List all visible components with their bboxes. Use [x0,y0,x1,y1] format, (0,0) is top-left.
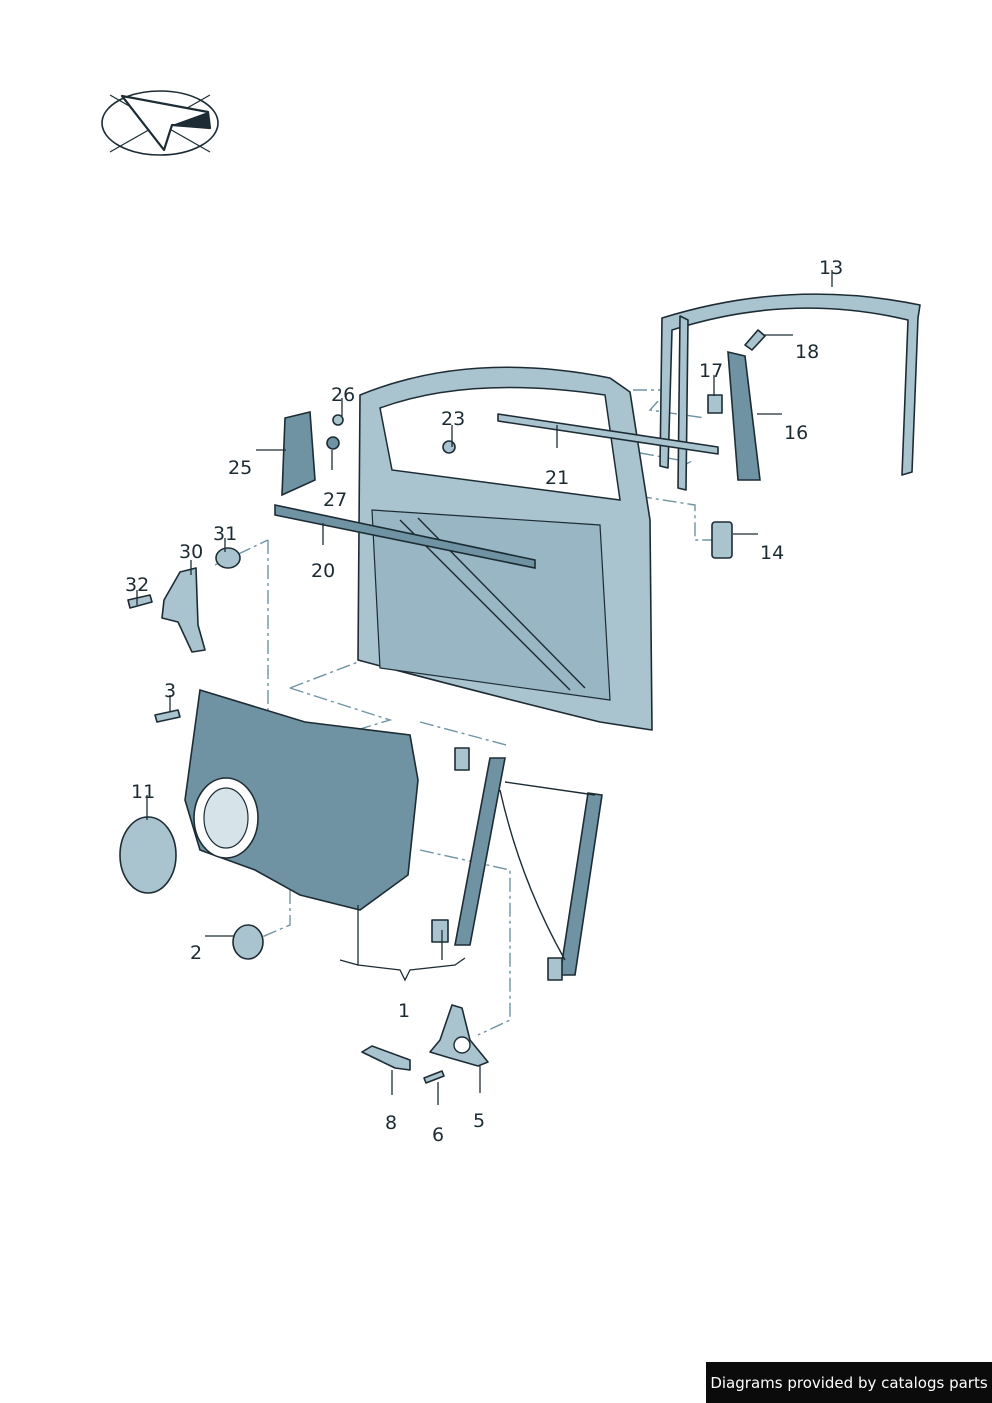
callout-30: 30 [179,541,203,563]
callout-14: 14 [760,542,784,564]
callout-32: 32 [125,574,149,596]
bush [215,547,241,569]
callout-6: 6 [432,1124,444,1146]
clip [707,394,723,414]
callout-3: 3 [164,680,176,702]
callout-25: 25 [228,457,252,479]
screw-6 [423,1070,445,1084]
callout-2: 2 [190,942,202,964]
callout-20: 20 [311,560,335,582]
inner-weatherstrip [497,413,719,455]
leader-lines [136,270,833,1105]
footer-credit: Diagrams provided by catalogs parts [706,1362,992,1403]
bracket [161,567,206,653]
mirror-trim [281,411,316,497]
window-crank [361,1045,411,1071]
crank-gear [429,1004,489,1067]
bolt-3 [154,709,181,723]
callout-16: 16 [784,422,808,444]
callout-5: 5 [473,1110,485,1132]
screw [744,329,766,351]
nut [326,436,340,450]
outer-weatherstrip [274,504,536,569]
screw-23 [442,440,456,454]
window-frame-seal [659,293,921,491]
callout-23: 23 [441,408,465,430]
gear-hub [453,1036,471,1054]
callout-31: 31 [213,523,237,545]
window-regulator [431,747,603,981]
callout-13: 13 [819,257,843,279]
callout-labels: 13 18 17 16 14 21 23 26 25 27 20 31 30 3… [125,257,843,1146]
callout-21: 21 [545,467,569,489]
bolt [332,414,344,426]
callout-17: 17 [699,360,723,382]
callout-27: 27 [323,489,347,511]
cover-cap [711,521,733,559]
door-shell [357,366,653,731]
callout-11: 11 [131,781,155,803]
direction-arrow-in-ellipse-icon [101,90,219,156]
callout-18: 18 [795,341,819,363]
callout-8: 8 [385,1112,397,1134]
grommet [232,924,264,960]
bolt-32 [127,594,153,609]
speaker-cover [119,816,177,894]
callout-1: 1 [398,1000,410,1022]
carrier-plate [184,688,419,911]
callout-26: 26 [331,384,355,406]
guide-rail [727,350,761,481]
